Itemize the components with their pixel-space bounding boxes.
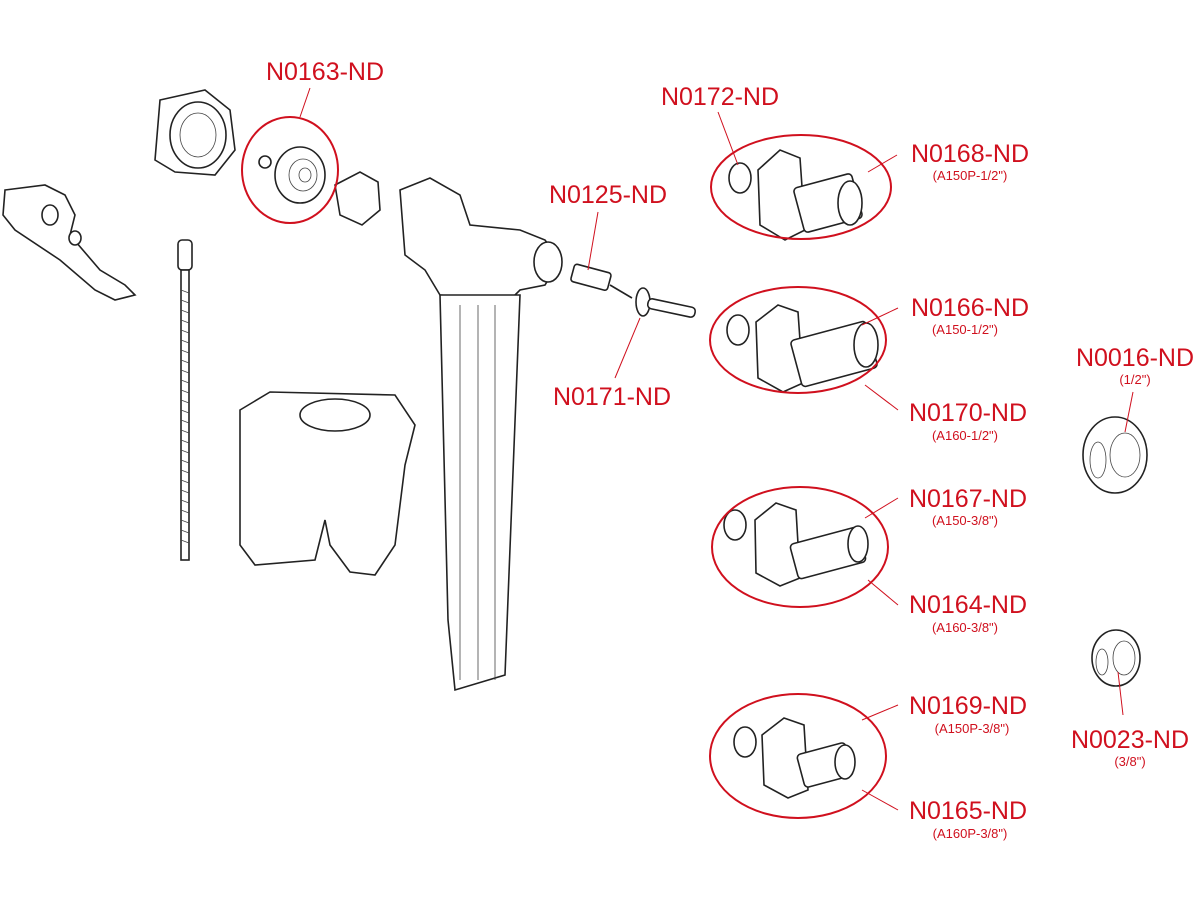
callout-ellipse-n0168 [710, 134, 892, 240]
pin-drawing [570, 263, 633, 299]
part-spec-n0169: (A150P-3/8") [935, 721, 1010, 736]
connector-2-drawing [726, 304, 879, 393]
part-code-n0164: N0164-ND [909, 591, 1027, 619]
float-cap-drawing [154, 89, 236, 176]
connector-4-drawing [733, 717, 856, 799]
part-spec-n0164: (A160-3/8") [932, 620, 998, 635]
leader-lines [299, 87, 1134, 811]
part-code-n0170: N0170-ND [909, 399, 1027, 427]
part-code-n0166: N0166-ND [911, 294, 1029, 322]
nut-3-8-drawing [1091, 629, 1141, 687]
part-code-n0023: N0023-ND [1071, 726, 1189, 754]
callout-ellipse-n0166 [709, 286, 887, 394]
part-code-n0165: N0165-ND [909, 797, 1027, 825]
part-code-n0167: N0167-ND [909, 485, 1027, 513]
callout-ellipse-n0169 [709, 693, 887, 819]
part-spec-n0170: (A160-1/2") [932, 428, 998, 443]
part-code-n0171: N0171-ND [553, 383, 671, 411]
part-code-n0172: N0172-ND [661, 83, 779, 111]
callout-ellipse-n0163 [241, 116, 339, 224]
part-code-n0016: N0016-ND [1076, 344, 1194, 372]
part-spec-n0167: (A150-3/8") [932, 513, 998, 528]
diaphragm-drawing [258, 146, 326, 204]
part-spec-n0165: (A160P-3/8") [933, 826, 1008, 841]
part-spec-n0023: (3/8") [1114, 754, 1145, 769]
callout-ellipse-n0167 [711, 486, 889, 608]
part-spec-n0016: (1/2") [1119, 372, 1150, 387]
nut-1-2-drawing [1082, 416, 1148, 494]
part-code-n0169: N0169-ND [909, 692, 1027, 720]
seal-pin-drawing [635, 287, 697, 318]
part-code-n0125: N0125-ND [549, 181, 667, 209]
lever-arm-drawing [2, 184, 137, 301]
connector-1-drawing [728, 149, 863, 241]
part-code-n0168: N0168-ND [911, 140, 1029, 168]
part-spec-n0166: (A150-1/2") [932, 322, 998, 337]
rod-drawing [177, 239, 193, 561]
valve-body-drawing [399, 177, 563, 692]
float-drawing [239, 391, 416, 576]
connector-3-drawing [723, 502, 869, 587]
part-spec-n0168: (A150P-1/2") [933, 168, 1008, 183]
part-code-n0163: N0163-ND [266, 58, 384, 86]
nut-ring-drawing [334, 171, 381, 226]
